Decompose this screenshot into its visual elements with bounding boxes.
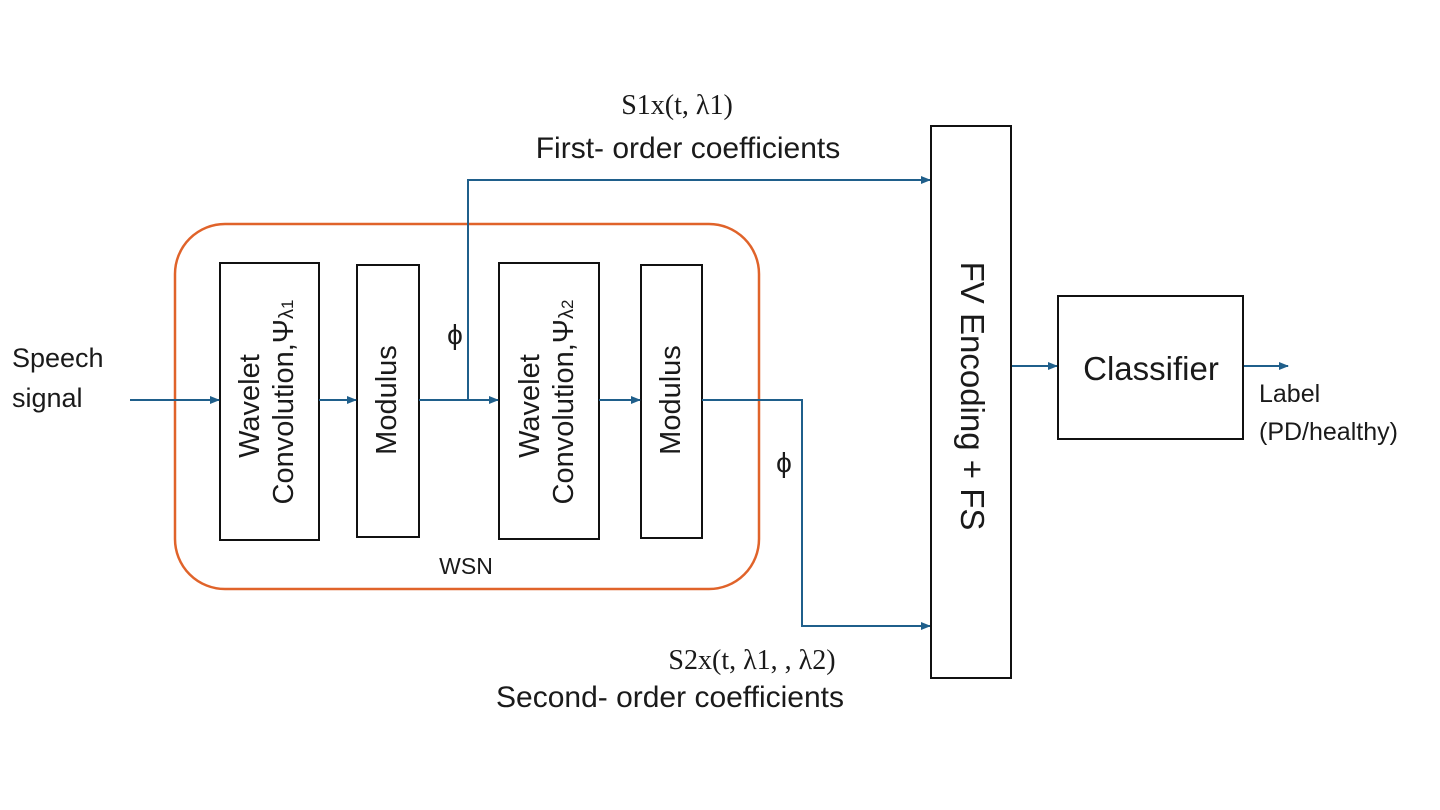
first-order-formula: S1x(t, λ1) [621,90,733,121]
fv-encoding-box [930,125,1012,679]
arrow-first-order-branch [467,176,931,400]
modulus-2-label: Modulus [655,345,687,455]
wavelet-convolution-2-box [498,262,600,540]
first-order-label: First- order coefficients [536,132,841,165]
wavelet-convolution-1-label: Wavelet Convolution,Ψλ1 [234,300,300,505]
fv-encoding-label: FV Encoding + FS [954,262,991,531]
second-order-label: Second- order coefficients [496,681,844,714]
modulus-2-box [640,264,703,539]
modulus-1-label: Modulus [371,345,403,455]
wsn-label: WSN [439,553,493,579]
modulus-1-box [356,264,420,538]
second-order-formula: S2x(t, λ1, , λ2) [668,645,835,676]
input-label: Speech signal [12,343,111,413]
arrow-second-order-branch [702,399,931,630]
classifier-box [1057,295,1244,440]
wavelet-convolution-2-label: Wavelet Convolution,Ψλ2 [514,300,580,505]
phi-1-label: ϕ [447,319,463,350]
output-label: Label (PD/healthy) [1259,380,1398,446]
wavelet-convolution-1-box [219,262,320,541]
phi-2-label: ϕ [776,447,792,478]
classifier-label: Classifier [1083,350,1219,387]
